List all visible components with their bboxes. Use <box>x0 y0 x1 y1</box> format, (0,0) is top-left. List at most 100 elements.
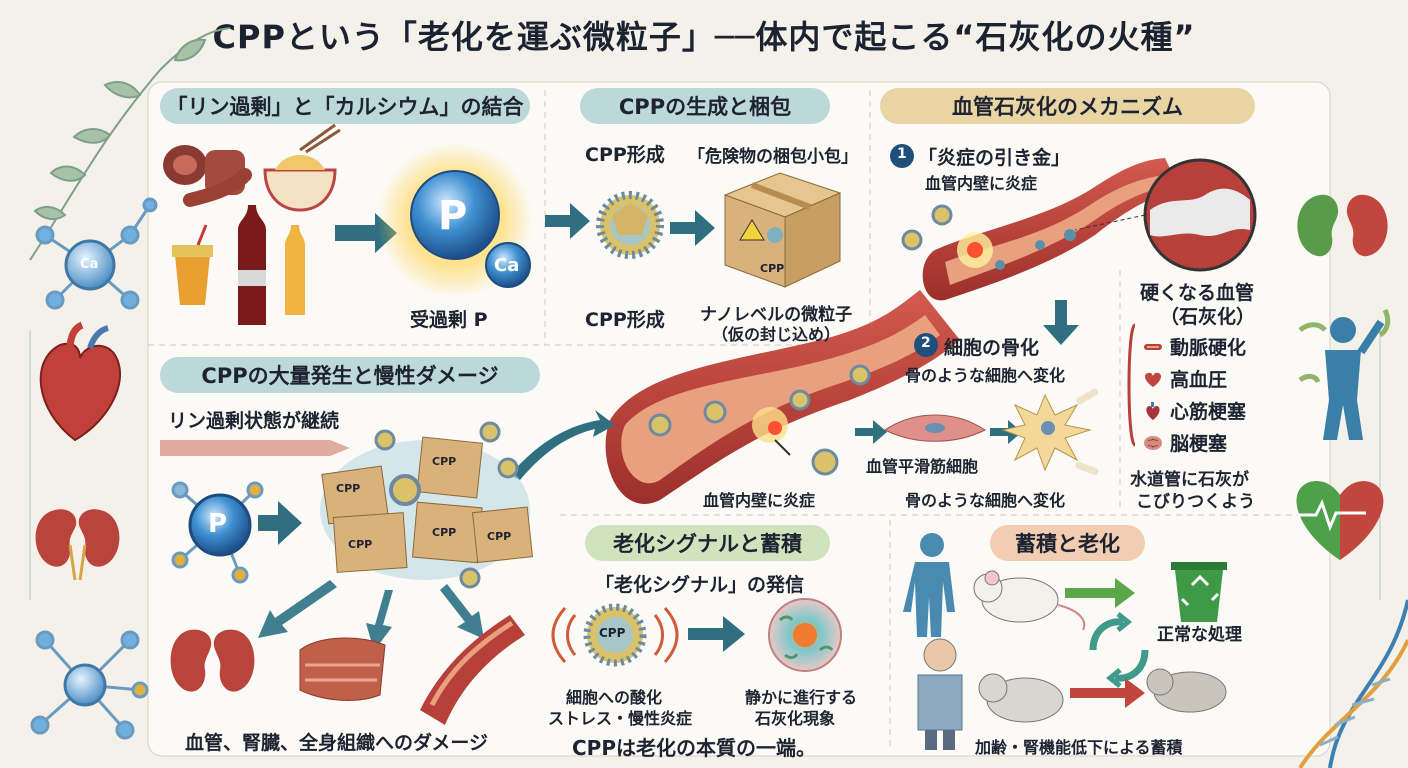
mouse-icon <box>973 570 1086 631</box>
disease-stroke: 脳梗塞 <box>1142 429 1227 456</box>
disease-label: 脳梗塞 <box>1170 433 1228 455</box>
disease-label: 心筋梗塞 <box>1170 401 1247 423</box>
pipe-analogy-line-2: こびりつくよう <box>1136 492 1256 512</box>
cpp-box-pile <box>320 421 533 589</box>
pile-box-label: CPP <box>487 530 512 543</box>
formation-label-bottom-left: CPP形成 <box>585 309 665 331</box>
aging-cell-icon <box>768 598 842 672</box>
arrow-icon <box>545 203 590 239</box>
arrow-icon <box>510 410 615 480</box>
damaged-organs <box>170 615 525 725</box>
heart-anatomical-icon <box>1142 400 1164 422</box>
formation-caption-1: ナノレベルの微粒子 <box>700 305 853 325</box>
section-mass-title: CPPの大量発生と慢性ダメージ <box>160 357 540 393</box>
binding-caption: 受過剰 P <box>410 309 488 331</box>
arrow-icon <box>258 501 302 545</box>
heart-icon <box>1142 368 1164 390</box>
signal-right-1: 静かに進行する <box>745 688 858 707</box>
step-1-title: 「炎症の引き金」 <box>918 147 1071 169</box>
human-figure-icon <box>1298 308 1391 440</box>
formation-label-top-left: CPP形成 <box>585 144 665 166</box>
step-2-number: 2 <box>921 335 931 351</box>
step-1-badge <box>890 144 914 168</box>
aging-accumulation: 加齢・腎機能低下による蓄積 <box>975 738 1183 757</box>
section-mechanism-title: 血管石灰化のメカニズム <box>880 88 1255 124</box>
artery-main <box>605 290 960 504</box>
arrow-icon <box>1043 300 1079 345</box>
arrow-icon <box>1065 578 1135 608</box>
signal-cpp-icon <box>551 603 679 667</box>
page-title: CPPという「老化を運ぶ微粒子」──体内で起こる“石灰化の火種” <box>212 18 1196 56</box>
hardened-line-1: 硬くなる血管 <box>1140 282 1255 304</box>
step-2-sub: 骨のような細胞へ変化 <box>905 366 1066 385</box>
pile-box-label: CPP <box>432 526 457 539</box>
ca-molecule-label: Ca <box>80 257 99 272</box>
mass-sub: リン過剰状態が継続 <box>168 410 340 432</box>
box-label: CPP <box>760 262 785 275</box>
smooth-muscle-cell-icon <box>884 414 986 442</box>
step-1-number: 1 <box>897 146 907 162</box>
kidney-icon <box>1297 194 1388 257</box>
mouse-icon <box>978 668 1227 723</box>
section-formation-title: CPPの生成と梱包 <box>580 88 830 124</box>
progress-arrow <box>160 440 350 456</box>
arrow-icon <box>258 580 484 651</box>
bone-cell-icon <box>1001 388 1099 476</box>
signal-right-2: 石灰化現象 <box>755 709 836 728</box>
mass-p-label: P <box>208 509 228 539</box>
ca-atom-label: Ca <box>494 255 520 276</box>
signal-conclusion: CPPは老化の本質の一端。 <box>572 736 816 760</box>
step-1-sub: 血管内壁に炎症 <box>925 174 1038 193</box>
human-figure-icon <box>903 533 955 637</box>
pile-box-label: CPP <box>432 455 457 468</box>
heart-icon <box>39 321 121 442</box>
smooth-muscle-label: 血管平滑筋細胞 <box>866 457 979 476</box>
brain-icon <box>1142 432 1164 454</box>
mass-caption: 血管、腎臓、全身組織へのダメージ <box>185 732 489 754</box>
recycle-bin-icon <box>1171 562 1227 622</box>
formation-caption-2: （仮の封じ込め） <box>712 325 841 344</box>
pipe-analogy-line-1: 水道管に石灰が <box>1130 470 1249 490</box>
disease-label: 高血圧 <box>1170 369 1228 391</box>
ecg-heart-icon <box>1296 481 1384 560</box>
vine-icon <box>29 27 231 261</box>
section-signal-title: 老化シグナルと蓄積 <box>585 525 830 561</box>
signal-cpp-label: CPP <box>599 626 626 640</box>
disease-arteriosclerosis: 動脈硬化 <box>1142 333 1246 360</box>
recycle-arrows-icon <box>1089 612 1149 688</box>
disease-label: 動脈硬化 <box>1170 337 1247 359</box>
disease-list-bracket <box>1127 323 1137 447</box>
arrow-icon <box>990 420 1022 444</box>
bone-like-label: 骨のような細胞へ変化 <box>905 491 1066 510</box>
hardened-line-2: （石灰化） <box>1160 306 1256 328</box>
cardboard-box-icon <box>723 172 842 288</box>
inner-wall-label: 血管内壁に炎症 <box>703 491 816 510</box>
p-atom-icon <box>171 481 264 584</box>
p-atom-label: P <box>438 193 468 239</box>
kidney-icon <box>35 509 120 581</box>
signal-sub: 「老化シグナル」の発信 <box>595 574 805 596</box>
signal-left-2: ストレス・慢性炎症 <box>548 709 693 728</box>
food-illustrations <box>163 123 341 325</box>
section-binding-title: 「リン過剰」と「カルシウム」の結合 <box>160 88 530 124</box>
pile-box-label: CPP <box>336 482 361 495</box>
arrow-icon <box>688 616 745 652</box>
disease-hypertension: 高血圧 <box>1142 365 1227 392</box>
signal-left-1: 細胞への酸化 <box>566 688 663 707</box>
molecule-icon <box>30 630 149 740</box>
aging-normal: 正常な処理 <box>1157 625 1242 645</box>
dna-icon <box>1298 599 1408 768</box>
artery-icon <box>1142 336 1164 358</box>
arrow-icon <box>670 210 715 246</box>
step-2-title: 細胞の骨化 <box>944 337 1040 359</box>
molecule-icon <box>35 197 158 310</box>
disease-myocardial-infarction: 心筋梗塞 <box>1142 397 1246 424</box>
elderly-figure-icon <box>917 638 963 750</box>
arrow-icon <box>1070 678 1145 708</box>
pile-box-label: CPP <box>348 538 373 551</box>
cpp-particle-icon <box>596 191 664 259</box>
arrow-icon <box>855 420 887 444</box>
artery-top <box>901 158 1180 301</box>
section-aging-title: 蓄積と老化 <box>990 525 1145 561</box>
